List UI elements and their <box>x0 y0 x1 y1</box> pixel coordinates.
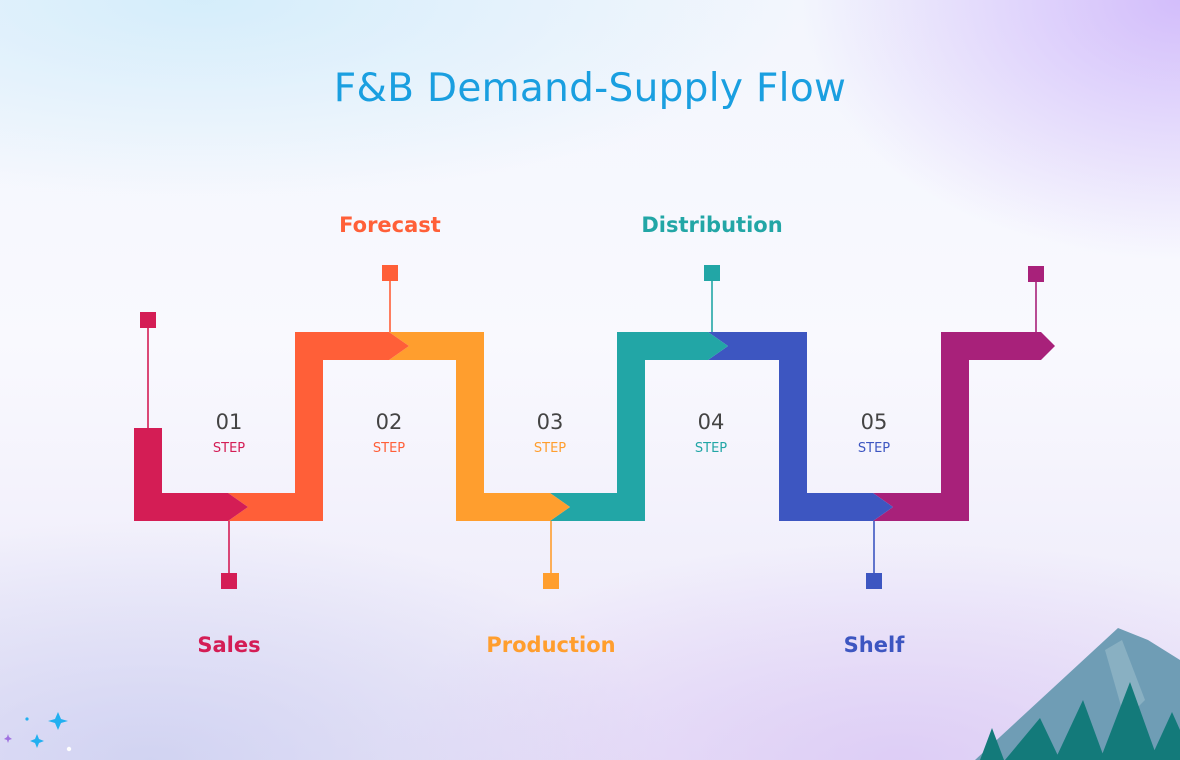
step-label: STEP <box>372 441 406 456</box>
stage-2-marker <box>382 265 398 281</box>
step-number: 01 <box>215 410 243 434</box>
step-number: 05 <box>860 410 888 434</box>
sparkle-icon <box>4 712 72 752</box>
flow-segment-3 <box>389 332 570 521</box>
flow-segment-2 <box>228 332 409 521</box>
flow-segment-4 <box>550 332 728 521</box>
start-marker <box>140 312 156 328</box>
stage-4-marker <box>704 265 720 281</box>
stage-label-production: Production <box>486 633 616 657</box>
step-label: STEP <box>212 441 246 456</box>
stage-label-distribution: Distribution <box>641 213 783 237</box>
step-number: 04 <box>697 410 725 434</box>
step-number: 02 <box>375 410 403 434</box>
stage-label-forecast: Forecast <box>339 213 441 237</box>
stage-label-shelf: Shelf <box>843 633 905 657</box>
end-marker <box>1028 266 1044 282</box>
mountain-icon <box>975 628 1180 760</box>
stage-5-marker <box>866 573 882 589</box>
stage-3-marker <box>543 573 559 589</box>
flow-segment-5 <box>708 332 893 521</box>
step-label: STEP <box>533 441 567 456</box>
stage-1-marker <box>221 573 237 589</box>
flow-segment-6 <box>873 332 1055 521</box>
step-label: STEP <box>857 441 891 456</box>
flow-segment-1 <box>134 428 248 521</box>
page-title: F&B Demand-Supply Flow <box>333 66 847 111</box>
step-label: STEP <box>694 441 728 456</box>
stage-label-sales: Sales <box>197 633 261 657</box>
step-number: 03 <box>536 410 564 434</box>
